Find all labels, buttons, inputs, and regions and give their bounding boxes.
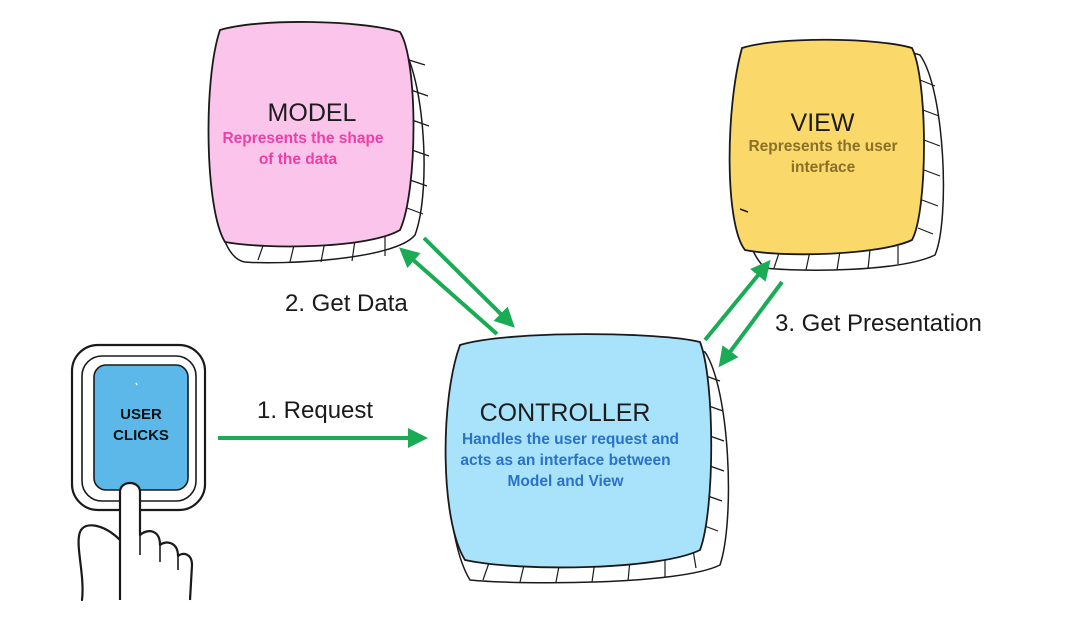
data-return-arrow [399, 247, 499, 336]
view-return-arrow [718, 280, 784, 368]
get-presentation-label: 3. Get Presentation [775, 310, 982, 337]
get-data-label: 2. Get Data [285, 290, 408, 317]
controller-box [444, 333, 730, 584]
view-request-arrow [703, 259, 771, 342]
user-clicks-label-line1: USER [120, 406, 162, 423]
pointing-hand-icon [77, 481, 194, 602]
controller-description-line2: acts as an interface between [460, 452, 671, 469]
user-clicks-label-line2: CLICKS [113, 427, 169, 444]
view-title: VIEW [790, 109, 855, 137]
controller-description-line1: Handles the user request and [461, 431, 680, 448]
data-request-arrow [422, 236, 515, 328]
model-description-line1: Represents the shape [222, 130, 384, 147]
arrows [218, 236, 784, 448]
phone-screen [93, 364, 189, 491]
model-box [207, 21, 430, 264]
view-box [728, 38, 945, 271]
view-description-line1: Represents the user [748, 138, 898, 155]
view-fill [728, 38, 925, 256]
controller-description-line3: Model and View [507, 473, 624, 490]
phone-icon [70, 343, 207, 512]
model-title: MODEL [267, 99, 357, 127]
controller-fill [444, 333, 713, 569]
model-description-line2: of the data [258, 151, 338, 168]
request-label: 1. Request [257, 397, 374, 424]
view-description-line2: interface [790, 159, 856, 176]
controller-title: CONTROLLER [479, 399, 651, 427]
model-fill [207, 21, 415, 248]
